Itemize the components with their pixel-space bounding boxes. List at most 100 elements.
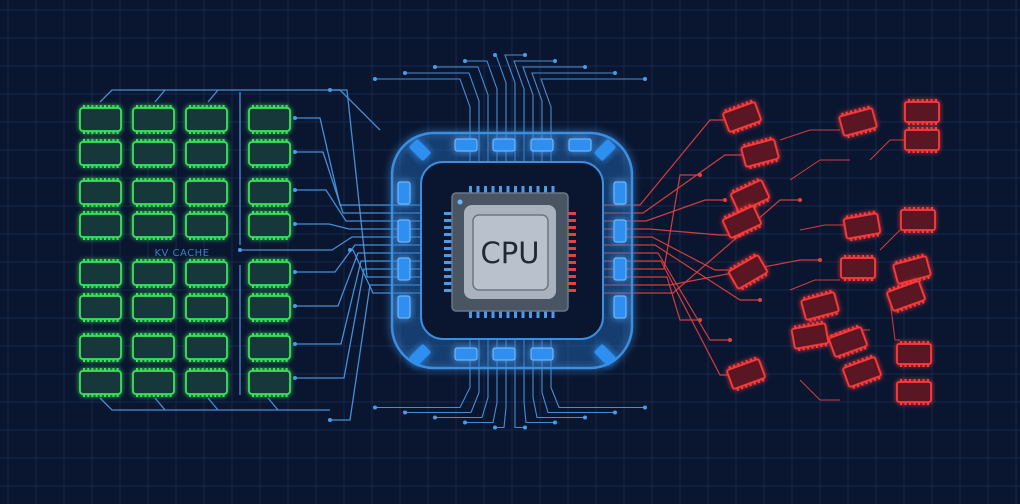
chip-pin bbox=[157, 293, 159, 296]
chip-pin bbox=[260, 178, 263, 181]
chip-pin bbox=[903, 258, 907, 262]
chip-pin bbox=[264, 319, 267, 322]
chip-pin bbox=[757, 202, 761, 207]
chip-pin bbox=[161, 259, 164, 262]
chip-pin bbox=[900, 379, 902, 382]
chip-pin bbox=[165, 259, 168, 262]
chip-pin bbox=[864, 380, 868, 385]
chip-pin bbox=[260, 285, 263, 288]
chip-pin bbox=[104, 204, 106, 207]
chip-pin bbox=[99, 259, 102, 262]
chip-body bbox=[79, 141, 122, 166]
kv-cache-chip-array bbox=[79, 105, 291, 397]
chip-pin bbox=[201, 237, 204, 240]
kv-cache-chip bbox=[132, 178, 175, 207]
chip-body bbox=[790, 322, 830, 350]
chip-pin bbox=[260, 139, 263, 142]
kv-cache-chip bbox=[79, 293, 122, 322]
chip-pin bbox=[256, 211, 259, 214]
chip-pin bbox=[165, 368, 168, 371]
chip-pin bbox=[843, 329, 846, 333]
chip-pin bbox=[201, 394, 204, 397]
chip-pin bbox=[813, 317, 817, 322]
chip-pin bbox=[908, 127, 910, 130]
chip-pin bbox=[895, 260, 898, 264]
chip-pin bbox=[851, 326, 855, 330]
red-memory-chip bbox=[886, 278, 926, 314]
chip-pin bbox=[900, 307, 904, 312]
chip-pin bbox=[877, 376, 881, 380]
chip-pin bbox=[281, 259, 284, 262]
chip-pin bbox=[99, 178, 102, 181]
chip-pin bbox=[277, 211, 280, 214]
chip-pin bbox=[116, 178, 119, 181]
cpu-pin bbox=[469, 311, 472, 318]
chip-pin bbox=[157, 259, 159, 262]
chip-pin bbox=[201, 165, 204, 168]
chip-pin bbox=[201, 139, 204, 142]
cpu-pin bbox=[551, 186, 555, 193]
chip-pin bbox=[140, 293, 143, 296]
chip-pin bbox=[753, 204, 757, 208]
chip-pin bbox=[264, 293, 267, 296]
chip-pin bbox=[745, 230, 749, 234]
red-memory-chip bbox=[842, 354, 882, 390]
chip-pin bbox=[222, 211, 225, 214]
chip-pin bbox=[189, 359, 191, 362]
chip-body bbox=[248, 370, 291, 395]
chip-pin bbox=[904, 364, 907, 367]
chip-pin bbox=[108, 105, 111, 108]
chip-pin bbox=[753, 226, 758, 231]
kv-cache-chip bbox=[79, 211, 122, 240]
chip-pin bbox=[285, 165, 288, 168]
chip-pin bbox=[817, 316, 821, 320]
trace bbox=[799, 379, 840, 401]
chip-pin bbox=[108, 259, 111, 262]
chip-pin bbox=[136, 165, 138, 168]
chip-pin bbox=[169, 368, 172, 371]
chip-pin bbox=[815, 344, 819, 349]
chip-pin bbox=[912, 150, 915, 153]
chip-pin bbox=[909, 364, 911, 367]
chip-pin bbox=[189, 139, 191, 142]
chip-pin bbox=[193, 105, 196, 108]
red-memory-chip bbox=[896, 341, 932, 367]
trace-node bbox=[613, 71, 617, 75]
chip-pin bbox=[281, 333, 284, 336]
chip-pin bbox=[148, 237, 151, 240]
red-memory-chip bbox=[904, 99, 940, 125]
chip-pin bbox=[740, 207, 744, 212]
red-memory-chip bbox=[740, 136, 780, 170]
ring-corner-pad bbox=[409, 139, 431, 161]
chip-pin bbox=[281, 204, 284, 207]
chip-pin bbox=[281, 368, 284, 371]
trace-node bbox=[493, 425, 497, 430]
chip-pin bbox=[169, 394, 172, 397]
cpu-die-face bbox=[472, 214, 549, 291]
chip-pin bbox=[222, 293, 225, 296]
chip-pin bbox=[140, 204, 143, 207]
chip-pin bbox=[165, 139, 168, 142]
chip-pin bbox=[264, 394, 267, 397]
chip-pin bbox=[256, 293, 259, 296]
chip-pin bbox=[277, 204, 280, 207]
cpu-pin bbox=[444, 233, 452, 236]
chip-pin bbox=[201, 293, 204, 296]
trace-node bbox=[238, 248, 242, 252]
chip-pin bbox=[157, 139, 159, 142]
chip-pin bbox=[917, 207, 920, 210]
kv-cache-chip bbox=[79, 368, 122, 397]
chip-pin bbox=[161, 105, 164, 108]
chip-pin bbox=[205, 259, 208, 262]
chip-pin bbox=[273, 333, 275, 336]
chip-pin bbox=[189, 285, 191, 288]
chip-body bbox=[185, 213, 228, 238]
chip-pin bbox=[256, 237, 259, 240]
chip-pin bbox=[189, 293, 191, 296]
chip-pin bbox=[222, 285, 225, 288]
chip-pin bbox=[148, 259, 151, 262]
chip-pin bbox=[749, 124, 753, 128]
chip-pin bbox=[758, 224, 762, 229]
chip-pin bbox=[264, 368, 267, 371]
chip-pin bbox=[867, 234, 871, 239]
